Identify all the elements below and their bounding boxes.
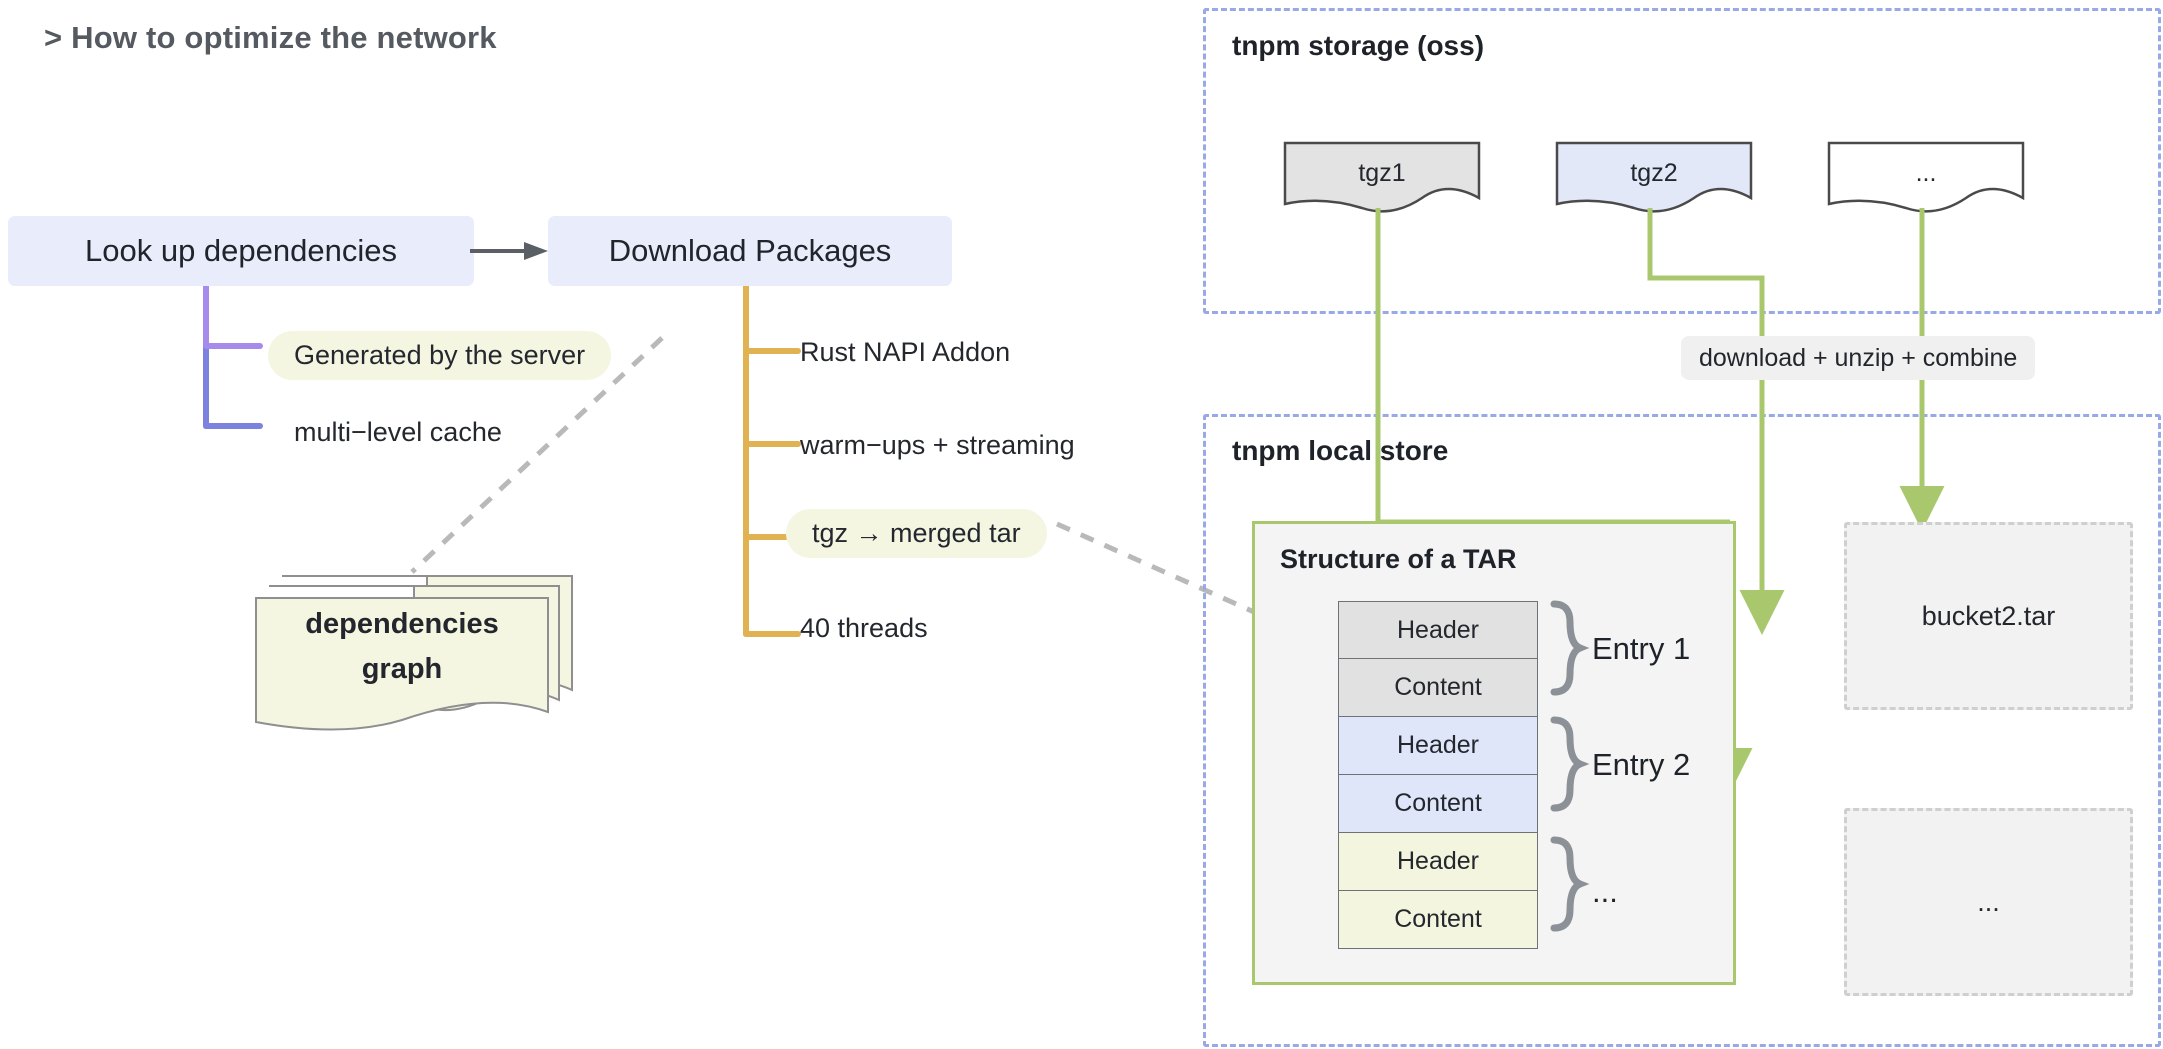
zone-title-tnpm-local-store: tnpm local store	[1232, 435, 1449, 466]
bucket-label: ...	[1977, 886, 2000, 917]
tar-row: Header	[1338, 717, 1538, 775]
document-icon	[1827, 141, 2025, 213]
process-box-download-packages[interactable]: Download Packages	[548, 216, 952, 286]
operation-label: download + unzip + combine	[1699, 343, 2018, 372]
entry-label-1: Entry 1	[1592, 631, 1691, 666]
process-box-label: Look up dependencies	[85, 233, 397, 268]
process-box-look-up-dependencies[interactable]: Look up dependencies	[8, 216, 474, 286]
zone-title-tnpm-storage: tnpm storage (oss)	[1232, 30, 1485, 61]
tar-row: Content	[1338, 659, 1538, 717]
tar-row: Content	[1338, 891, 1538, 949]
zone-tnpm-storage-oss	[1203, 8, 2161, 314]
entry-braces	[1550, 600, 1590, 932]
tar-rows: Header Content Header Content Header Con…	[1338, 601, 1538, 949]
tar-row: Content	[1338, 775, 1538, 833]
entry-label-2: Entry 2	[1592, 747, 1691, 782]
operation-download-unzip-combine: download + unzip + combine	[1681, 336, 2036, 380]
bucket-box-more[interactable]: ...	[1844, 808, 2133, 996]
branch-label-tgz-merged-tar: tgz → merged tar	[786, 509, 1047, 558]
branch-label-40-threads: 40 threads	[800, 613, 928, 643]
process-box-label: Download Packages	[608, 233, 892, 268]
branch-label-rust-napi-addon: Rust NAPI Addon	[800, 337, 1011, 367]
stacked-document-icon	[255, 575, 573, 731]
zone-tnpm-local-store	[1203, 414, 2161, 1047]
branch-label-warm-ups-streaming: warm−ups + streaming	[800, 430, 1075, 460]
document-icon	[1555, 141, 1753, 213]
tar-row: Header	[1338, 601, 1538, 659]
entry-label-more: ...	[1592, 874, 1618, 909]
bucket-box-bucket2-tar[interactable]: bucket2.tar	[1844, 522, 2133, 710]
bucket-label: bucket2.tar	[1921, 600, 2056, 631]
tar-structure-title: Structure of a TAR	[1280, 544, 1517, 574]
tar-row: Header	[1338, 833, 1538, 891]
document-icon	[1283, 141, 1481, 213]
page-title: > How to optimize the network	[44, 20, 497, 55]
